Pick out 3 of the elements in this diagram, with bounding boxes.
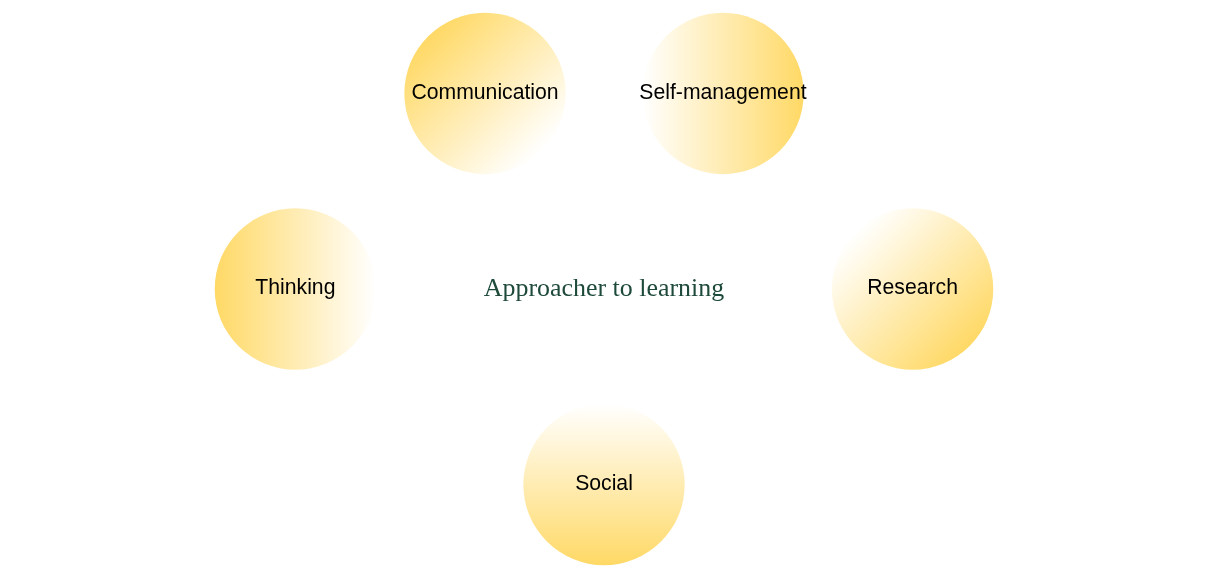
label: Approacher to learning <box>483 272 724 302</box>
node-circle: Communication <box>403 12 566 175</box>
node-circle: Research <box>831 208 993 370</box>
